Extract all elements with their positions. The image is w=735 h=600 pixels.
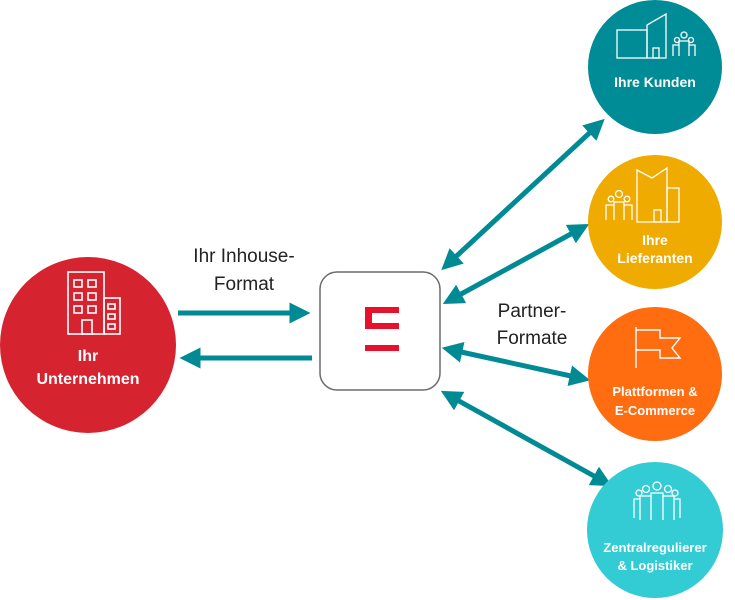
group-people-icon xyxy=(633,481,681,520)
arrow-regulators xyxy=(440,390,613,487)
office-building-icon xyxy=(67,271,121,335)
suppliers-label-line2: Lieferanten xyxy=(617,250,692,266)
company-node: Ihr Unternehmen xyxy=(0,257,176,433)
flag-icon xyxy=(635,327,682,368)
seeburger-logo-icon xyxy=(365,307,399,351)
partner-formats-line2: Formate xyxy=(497,328,568,349)
customers-label: Ihre Kunden xyxy=(614,74,696,90)
inhouse-format-line1: Ihr Inhouse- xyxy=(193,246,294,267)
buildings-people-icon xyxy=(616,12,696,59)
suppliers-node: Ihre Lieferanten xyxy=(588,155,722,289)
platforms-label-line1: Plattformen & xyxy=(612,384,697,399)
arrow-suppliers xyxy=(442,223,590,305)
hub-box xyxy=(319,271,441,391)
suppliers-label-line1: Ihre xyxy=(642,232,668,248)
inhouse-format-line2: Format xyxy=(214,274,275,295)
platforms-node: Plattformen & E-Commerce xyxy=(588,307,722,441)
customers-node: Ihre Kunden xyxy=(588,0,722,134)
arrow-platforms xyxy=(441,341,591,387)
regulators-node: Zentralregulierer & Logistiker xyxy=(587,462,723,598)
regulators-label-line1: Zentralregulierer xyxy=(603,540,706,555)
people-factory-icon xyxy=(605,166,680,223)
regulators-label-line2: & Logistiker xyxy=(617,558,692,573)
company-label-line1: Ihr xyxy=(78,348,98,365)
company-label-line2: Unternehmen xyxy=(36,371,139,388)
arrow-customers xyxy=(441,118,605,271)
partner-formats-line1: Partner- xyxy=(498,301,567,322)
platforms-label-line2: E-Commerce xyxy=(615,403,695,418)
